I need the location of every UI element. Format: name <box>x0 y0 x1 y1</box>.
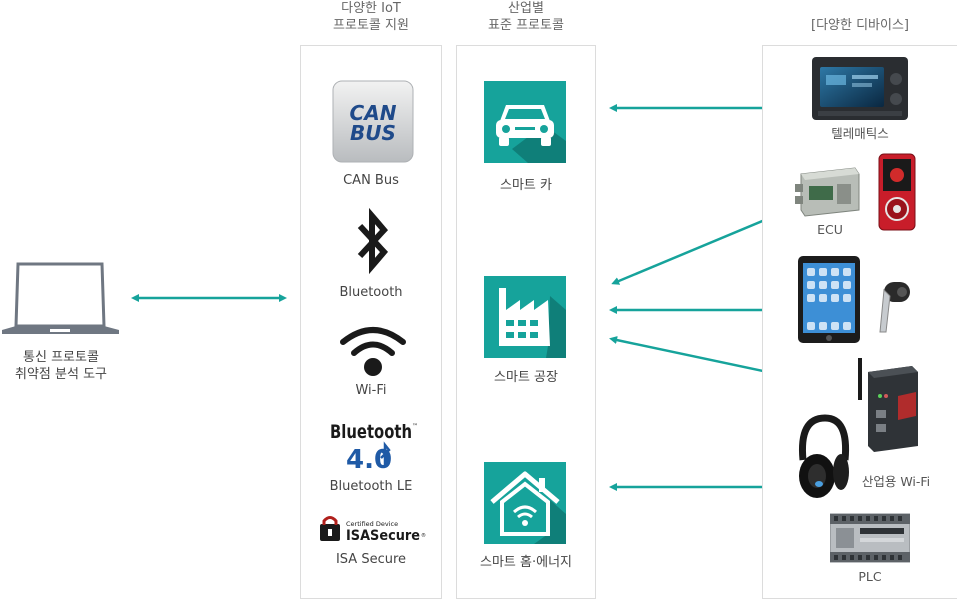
industry-label-home: 스마트 홈·에너지 <box>480 555 572 570</box>
factory-tile <box>484 276 566 358</box>
car-tile <box>484 81 566 163</box>
protocol-label-bluetooth-le: Bluetooth LE <box>329 479 413 494</box>
bt4-logo-word: Bluetooth <box>330 421 412 443</box>
protocol-label-bluetooth: Bluetooth <box>339 285 403 300</box>
device-label-industrial-wifi: 산업용 Wi-Fi <box>861 474 931 489</box>
industry-header-line1: 산업별 <box>508 1 544 16</box>
tool-label-line2: 취약점 분석 도구 <box>15 367 107 382</box>
protocols-header-line2: 프로토콜 지원 <box>333 18 409 33</box>
industry-label-factory: 스마트 공장 <box>494 370 558 385</box>
can-bus-icon: CAN BUS <box>332 80 414 163</box>
device-label-plc: PLC <box>858 569 882 584</box>
bluetooth-icon <box>357 208 389 274</box>
isa-logo-small: Certified Device <box>346 520 398 528</box>
tool-label-line1: 통신 프로토콜 <box>23 350 99 365</box>
home-tile <box>484 462 566 544</box>
devices-header: [다양한 디바이스] <box>811 18 909 33</box>
tablet-icon <box>798 256 860 343</box>
protocol-label-can-bus: CAN Bus <box>343 173 399 188</box>
protocol-label-isa-secure: ISA Secure <box>335 552 407 567</box>
arrow-factory-ecu <box>611 210 787 285</box>
device-label-ecu: ECU <box>817 222 843 237</box>
protocols-header-line1: 다양한 IoT <box>341 1 401 16</box>
bt4-logo-mark: ™ <box>412 423 418 430</box>
wifi-icon <box>340 327 406 376</box>
telematics-screen-icon <box>812 57 908 120</box>
can-logo-line2: BUS <box>350 121 396 145</box>
isa-logo-mark: ® <box>421 532 426 539</box>
can-logo-line1: CAN <box>350 101 397 125</box>
industry-label-car: 스마트 카 <box>500 178 552 193</box>
headset-icon <box>879 282 910 333</box>
car-icon <box>496 105 566 163</box>
plc-icon <box>830 513 910 563</box>
industrial-router-icon <box>858 358 918 452</box>
isa-logo-word: ISASecure <box>346 528 420 543</box>
industry-header: 산업별 표준 프로토콜 <box>456 0 596 34</box>
industry-header-line2: 표준 프로토콜 <box>488 18 564 33</box>
bluetooth-4-logo: Bluetooth ™ 4.0 <box>330 421 418 472</box>
device-label-telematics: 텔레매틱스 <box>831 126 889 141</box>
ecu-icon <box>795 167 860 217</box>
headphones-icon <box>798 414 850 498</box>
media-player-icon <box>878 153 916 231</box>
protocol-label-wifi: Wi-Fi <box>355 383 387 398</box>
factory-icon <box>499 288 566 358</box>
smart-home-icon <box>490 471 566 544</box>
laptop-icon <box>2 262 119 334</box>
isa-secure-logo: Certified Device ISASecure ® <box>320 516 426 543</box>
protocols-header: 다양한 IoT 프로토콜 지원 <box>300 0 442 34</box>
